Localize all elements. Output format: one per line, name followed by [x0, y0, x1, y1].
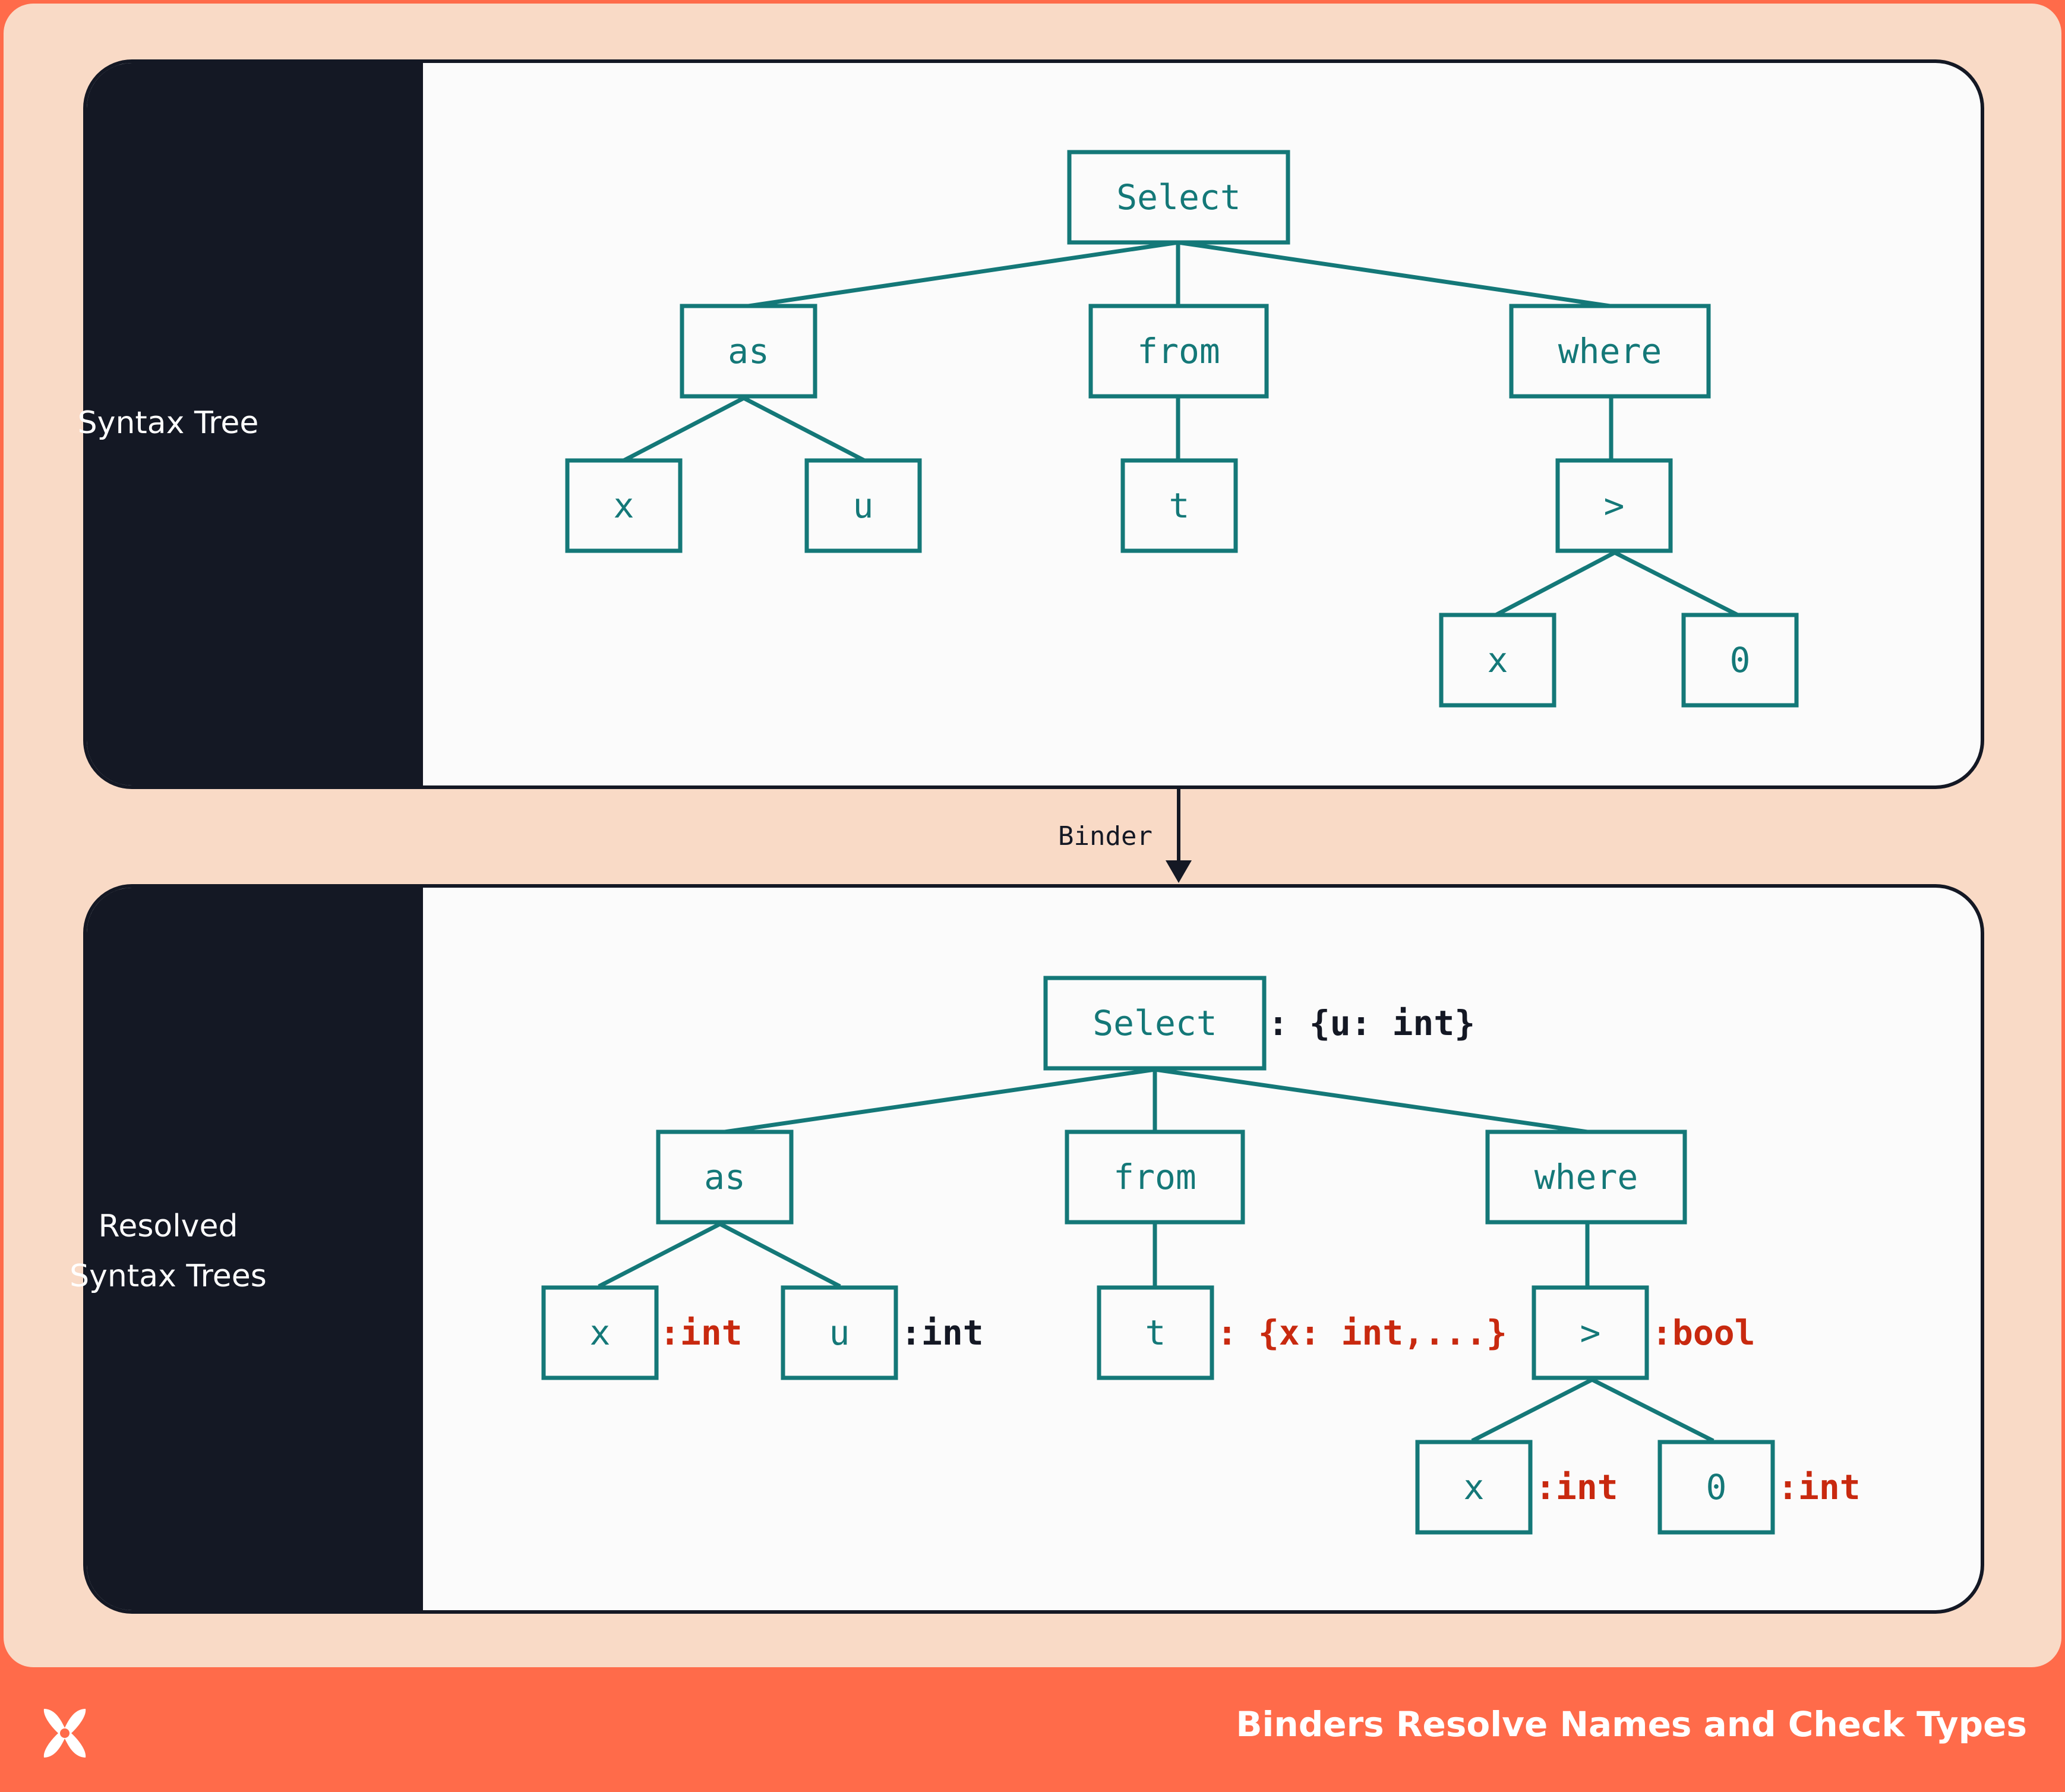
- node-label: u: [853, 485, 874, 526]
- node-label: 0: [1706, 1467, 1727, 1507]
- edge: [598, 1222, 721, 1289]
- resolved-syntax-trees-label: Resolved Syntax Trees: [0, 1201, 336, 1301]
- node-box: [680, 304, 817, 399]
- node-box: [656, 1130, 794, 1225]
- gt-type-annotation: :bool: [1652, 1313, 1755, 1353]
- tree2-node-where: where: [1485, 1130, 1687, 1225]
- node-label: u: [829, 1313, 850, 1353]
- node-box: [1415, 1440, 1533, 1535]
- tree1-node-x: x: [565, 458, 683, 553]
- node-box: [804, 458, 922, 553]
- syntax-tree-label-text: Syntax Tree: [77, 405, 259, 441]
- node-box: [1439, 613, 1556, 708]
- edge: [1154, 1067, 1588, 1134]
- edge: [623, 396, 745, 463]
- edge: [719, 1222, 841, 1289]
- node-label: from: [1113, 1157, 1196, 1197]
- tree1-node-gt: >: [1555, 458, 1673, 553]
- node-label: as: [728, 331, 769, 371]
- node-label: t: [1169, 485, 1190, 526]
- tree2-node-t: t: [1097, 1285, 1214, 1380]
- edge: [1471, 1377, 1593, 1443]
- node-box: [1555, 458, 1673, 553]
- node-box: [1097, 1285, 1214, 1380]
- tree1-node-x2: x: [1439, 613, 1556, 708]
- edge: [724, 1067, 1155, 1134]
- node-box: [1067, 150, 1290, 245]
- tree2-node-as: as: [656, 1130, 794, 1225]
- resolved-label-line1: Resolved: [98, 1209, 238, 1244]
- node-label: where: [1558, 331, 1662, 371]
- node-box: [1485, 1130, 1687, 1225]
- node-box: [1065, 1130, 1245, 1225]
- x2-type-annotation: :int: [1535, 1467, 1618, 1507]
- node-box: [1532, 1285, 1649, 1380]
- arrowhead-icon: [1166, 860, 1192, 883]
- t-type-annotation: : {x: int,...}: [1217, 1313, 1507, 1353]
- node-label: 0: [1730, 640, 1751, 680]
- node-label: x: [590, 1313, 611, 1353]
- panel-sidebar: [87, 63, 423, 785]
- binder-label: Binder: [1058, 821, 1153, 851]
- node-label: x: [1488, 640, 1508, 680]
- node-box: [541, 1285, 659, 1380]
- node-label: where: [1534, 1157, 1638, 1197]
- node-label: >: [1580, 1313, 1601, 1353]
- node-box: [1509, 304, 1711, 399]
- tree1-node-where: where: [1509, 304, 1711, 399]
- tree1-node-from: from: [1088, 304, 1269, 399]
- node-box: [1088, 304, 1269, 399]
- node-box: [1681, 613, 1799, 708]
- tree2-edges: [598, 1067, 1714, 1443]
- binder-arrow: Binder: [1058, 789, 1192, 883]
- node-box: [1043, 976, 1267, 1071]
- tree1-node-zero: 0: [1681, 613, 1799, 708]
- zero-type-annotation: :int: [1777, 1467, 1861, 1507]
- tree2-node-x2: x: [1415, 1440, 1533, 1535]
- resolved-label-line2: Syntax Trees: [70, 1258, 267, 1294]
- syntax-tree-panel: [83, 59, 1984, 789]
- select-type-annotation: : {u: int}: [1268, 1003, 1475, 1043]
- node-box: [1657, 1440, 1775, 1535]
- x-type-annotation: :int: [659, 1313, 743, 1353]
- syntax-tree-label: Syntax Tree: [0, 398, 336, 448]
- tree2-node-x: x: [541, 1285, 659, 1380]
- node-box: [781, 1285, 898, 1380]
- tree2-node-u: u: [781, 1285, 898, 1380]
- tree1-node-select: Select: [1067, 150, 1290, 245]
- x-logo-icon: [43, 1709, 86, 1758]
- edge: [748, 240, 1179, 308]
- tree1-node-u: u: [804, 458, 922, 553]
- edge: [743, 396, 866, 463]
- node-label: x: [614, 485, 634, 526]
- node-label: x: [1464, 1467, 1485, 1507]
- node-label: as: [704, 1157, 746, 1197]
- edge: [1495, 550, 1616, 617]
- tree2-node-zero: 0: [1657, 1440, 1775, 1535]
- node-label: >: [1604, 485, 1625, 526]
- tree1-node-t: t: [1120, 458, 1238, 553]
- node-label: Select: [1093, 1003, 1217, 1043]
- tree1-edges: [623, 240, 1739, 617]
- node-label: Select: [1116, 177, 1241, 217]
- tree2-node-gt: >: [1532, 1285, 1649, 1380]
- node-label: from: [1137, 331, 1220, 371]
- tree1-node-as: as: [680, 304, 817, 399]
- edge: [1591, 1377, 1714, 1443]
- footer-title: Binders Resolve Names and Check Types: [1236, 1704, 2027, 1744]
- node-label: t: [1145, 1313, 1166, 1353]
- node-box: [565, 458, 683, 553]
- edge: [1614, 550, 1739, 617]
- edge: [1177, 240, 1611, 308]
- node-box: [1120, 458, 1238, 553]
- tree2-node-select: Select: [1043, 976, 1267, 1071]
- panel-sidebar: [87, 888, 423, 1610]
- tree2-node-from: from: [1065, 1130, 1245, 1225]
- u-type-annotation: :int: [901, 1313, 984, 1353]
